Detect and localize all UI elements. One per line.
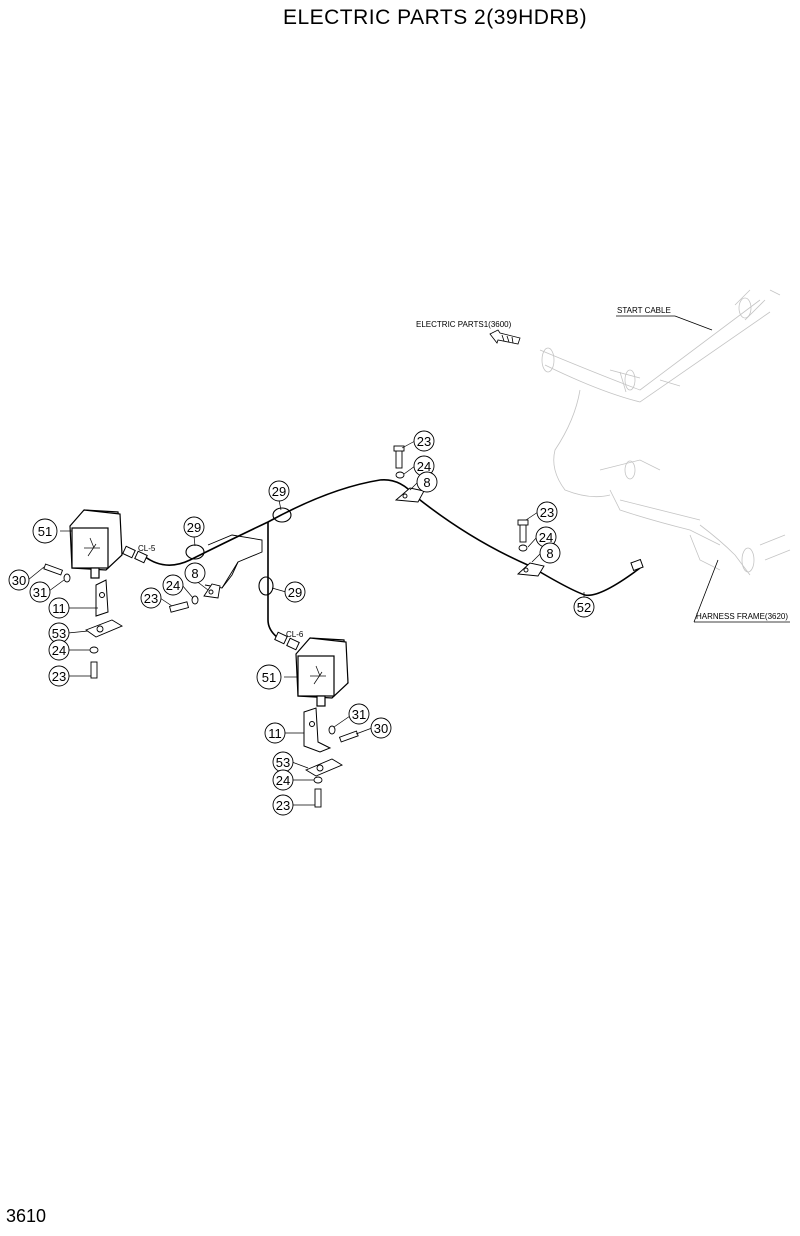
svg-text:24: 24 <box>417 459 431 474</box>
svg-text:23: 23 <box>417 434 431 449</box>
svg-text:8: 8 <box>546 546 553 561</box>
callout-23-top: 23 <box>413 430 435 452</box>
reference-labels: ELECTRIC PARTS1(3600) START CABLE HARNES… <box>138 306 788 639</box>
callout-23-left: 23 <box>48 665 70 687</box>
electric-parts1-arrow <box>489 329 521 345</box>
connector-cl6 <box>274 631 300 651</box>
bolt-30-left <box>43 563 71 583</box>
callout-23-lower: 23 <box>272 794 294 816</box>
mount-plate <box>204 534 263 589</box>
svg-text:11: 11 <box>268 726 282 741</box>
svg-text:23: 23 <box>52 669 66 684</box>
lamp-51-lower <box>295 637 349 707</box>
svg-text:30: 30 <box>12 573 26 588</box>
page-number: 3610 <box>6 1206 47 1226</box>
bracket-11-left <box>95 579 109 617</box>
callout-8-right: 8 <box>539 542 561 564</box>
callout-bubbles: 23 24 8 23 24 8 29 29 29 24 8 23 52 51 3… <box>8 430 595 816</box>
connector-end <box>630 558 644 572</box>
svg-text:24: 24 <box>276 773 290 788</box>
svg-text:29: 29 <box>288 585 302 600</box>
svg-text:23: 23 <box>276 798 290 813</box>
svg-text:51: 51 <box>38 524 52 539</box>
callout-8-mid: 8 <box>184 562 206 584</box>
bracket-11-lower <box>303 707 332 753</box>
ref-electric-parts1: ELECTRIC PARTS1(3600) <box>416 320 512 329</box>
svg-text:31: 31 <box>33 585 47 600</box>
svg-text:24: 24 <box>52 643 66 658</box>
reference-leaders <box>616 315 790 623</box>
bolt-30-lower <box>328 725 359 743</box>
callout-30-lower: 30 <box>370 717 392 739</box>
harness-wire-52 <box>143 479 641 639</box>
svg-text:51: 51 <box>262 670 276 685</box>
svg-text:30: 30 <box>374 721 388 736</box>
callout-31-left: 31 <box>29 581 51 603</box>
svg-text:53: 53 <box>276 755 290 770</box>
callout-53-lower: 53 <box>272 751 294 773</box>
lamp-51-left <box>69 509 123 579</box>
background-frame-sketch <box>539 289 791 576</box>
callout-24-right: 24 <box>535 526 557 548</box>
svg-text:29: 29 <box>187 520 201 535</box>
svg-text:8: 8 <box>423 475 430 490</box>
label-cl6: CL-6 <box>286 630 304 639</box>
callout-8-top: 8 <box>416 471 438 493</box>
callout-29-lower: 29 <box>284 581 306 603</box>
svg-text:8: 8 <box>191 566 198 581</box>
mount-53-lower <box>305 758 343 777</box>
clip-8 <box>203 487 545 599</box>
callout-24-lower: 24 <box>272 769 294 791</box>
callout-24-mid: 24 <box>162 574 184 596</box>
callout-30-left: 30 <box>8 569 30 591</box>
svg-text:24: 24 <box>539 530 553 545</box>
svg-text:11: 11 <box>52 601 66 616</box>
svg-text:52: 52 <box>577 600 591 615</box>
callout-53-left: 53 <box>48 622 70 644</box>
callout-24-top: 24 <box>413 455 435 477</box>
svg-text:31: 31 <box>352 707 366 722</box>
connector-cl5 <box>122 545 148 564</box>
svg-text:24: 24 <box>166 578 180 593</box>
svg-text:29: 29 <box>272 484 286 499</box>
harness-bolts <box>168 445 529 613</box>
svg-text:23: 23 <box>144 591 158 606</box>
ref-start-cable: START CABLE <box>617 306 671 315</box>
callout-11-left: 11 <box>48 597 70 619</box>
svg-text:53: 53 <box>52 626 66 641</box>
callout-51-left: 51 <box>32 518 58 544</box>
svg-text:23: 23 <box>540 505 554 520</box>
ref-harness-frame: HARNESS FRAME(3620) <box>696 612 788 621</box>
callout-29-left: 29 <box>183 516 205 538</box>
washer-bolt-lower <box>313 776 323 808</box>
mount-53-left <box>85 619 123 638</box>
callout-11-lower: 11 <box>264 722 286 744</box>
callout-29-upper: 29 <box>268 480 290 502</box>
washer-bolt-left <box>89 646 99 679</box>
page-title: ELECTRIC PARTS 2(39HDRB) <box>282 6 588 29</box>
label-cl5: CL-5 <box>138 544 156 553</box>
callout-24-left: 24 <box>48 639 70 661</box>
callout-51-lower: 51 <box>256 664 282 690</box>
callout-52: 52 <box>573 596 595 618</box>
callout-23-right: 23 <box>536 501 558 523</box>
callout-23-mid: 23 <box>140 587 162 609</box>
callout-31-lower: 31 <box>348 703 370 725</box>
